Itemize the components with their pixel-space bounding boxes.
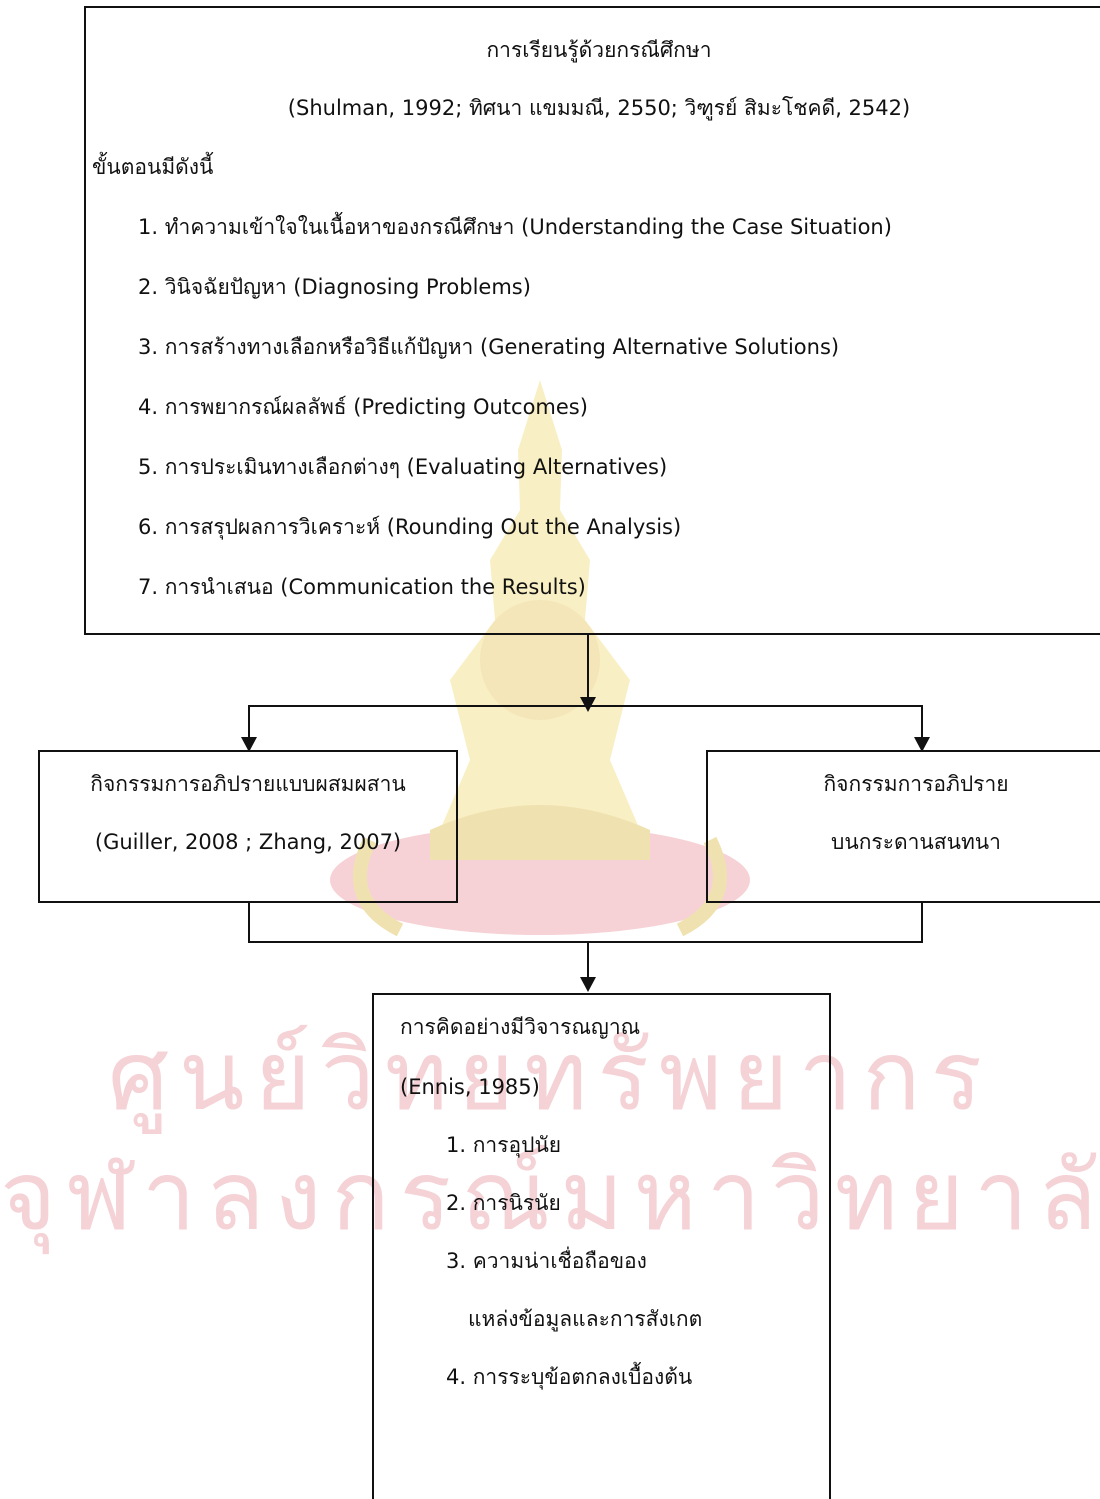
thinking-item-3-cont: แหล่งข้อมูลและการสังเกต [468,1307,703,1331]
thinking-item-4: 4. การระบุข้อตกลงเบื้องต้น [446,1365,693,1389]
webboard-discussion-label-2: บนกระดานสนทนา [831,830,1001,854]
thinking-item-1: 1. การอุปนัย [446,1133,562,1157]
step-item-6: 6. การสรุปผลการวิเคราะห์ (Rounding Out t… [138,515,682,539]
arrow-top-down [580,697,596,712]
arrow-to-bottom-box [580,977,596,992]
blended-discussion-label: กิจกรรมการอภิปรายแบบผสมผสาน [90,772,406,796]
blended-discussion-citation: (Guiller, 2008 ; Zhang, 2007) [94,830,402,854]
arrow-to-left-box [241,737,257,752]
case-study-box: การเรียนรู้ด้วยกรณีศึกษา (Shulman, 1992;… [84,6,1100,635]
connector-to-right-box [921,705,923,748]
critical-thinking-citation: (Ennis, 1985) [400,1075,540,1099]
watermark-seal-icon [330,380,750,937]
blended-discussion-box: กิจกรรมการอภิปรายแบบผสมผสาน (Guiller, 20… [38,750,458,903]
case-study-citation: (Shulman, 1992; ทิศนา แขมมณี, 2550; วิฑู… [287,96,911,120]
webboard-discussion-label-1: กิจกรรมการอภิปราย [823,772,1009,796]
connector-right-merge [921,903,923,943]
connector-split-horizontal [248,705,923,707]
connector-top-down [587,635,589,708]
connector-merge-down [587,941,589,981]
steps-intro: ขั้นตอนมีดังนี้ [92,155,214,179]
watermark-line-2: จุฬาลงกรณ์มหาวิทยาลัย [0,1140,1100,1252]
case-study-title: การเรียนรู้ด้วยกรณีศึกษา [486,38,712,62]
critical-thinking-title: การคิดอย่างมีวิจารณญาณ [400,1015,641,1039]
step-item-5: 5. การประเมินทางเลือกต่างๆ (Evaluating A… [138,455,668,479]
step-item-2: 2. วินิจฉัยปัญหา (Diagnosing Problems) [138,275,531,299]
step-item-7: 7. การนำเสนอ (Communication the Results) [138,575,586,599]
arrow-to-right-box [914,737,930,752]
thinking-item-2: 2. การนิรนัย [446,1191,561,1215]
thinking-item-3: 3. ความน่าเชื่อถือของ [446,1249,647,1273]
connector-to-left-box [248,705,250,748]
step-item-3: 3. การสร้างทางเลือกหรือวิธีแก้ปัญหา (Gen… [138,335,840,359]
step-item-1: 1. ทำความเข้าใจในเนื้อหาของกรณีศึกษา (Un… [138,215,892,239]
connector-merge-horizontal [248,941,923,943]
watermark-line-1: ศูนย์วิทยทรัพยากร [107,1020,993,1132]
critical-thinking-box: การคิดอย่างมีวิจารณญาณ (Ennis, 1985) 1. … [372,993,831,1499]
connector-left-merge [248,903,250,943]
webboard-discussion-box: กิจกรรมการอภิปราย บนกระดานสนทนา [706,750,1100,903]
step-item-4: 4. การพยากรณ์ผลลัพธ์ (Predicting Outcome… [138,395,588,419]
